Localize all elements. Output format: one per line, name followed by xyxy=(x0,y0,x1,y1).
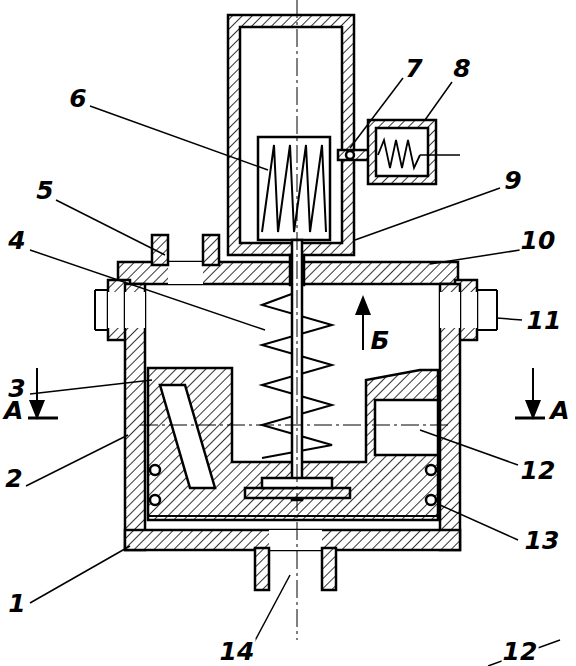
callout-number: 13 xyxy=(524,528,561,553)
callout-number: 6 xyxy=(68,86,87,111)
callout-number: 2 xyxy=(4,466,23,491)
callout-number: 8 xyxy=(452,56,471,81)
callout-number: 1 xyxy=(7,591,26,616)
callout-number: 14 xyxy=(219,638,256,663)
callout-number: 5 xyxy=(35,178,54,203)
callout-number: А xyxy=(549,398,570,423)
callout-number: 12 xyxy=(520,458,557,483)
callout-number: А xyxy=(3,398,24,423)
callout-number: 7 xyxy=(404,56,423,81)
callout-number: 11 xyxy=(526,308,563,333)
callout-number: 12 xyxy=(502,638,539,663)
callout-number: Б xyxy=(369,328,390,353)
callout-number: 9 xyxy=(503,168,522,193)
callout-number: 10 xyxy=(520,228,557,253)
callout-number: 4 xyxy=(7,228,26,253)
